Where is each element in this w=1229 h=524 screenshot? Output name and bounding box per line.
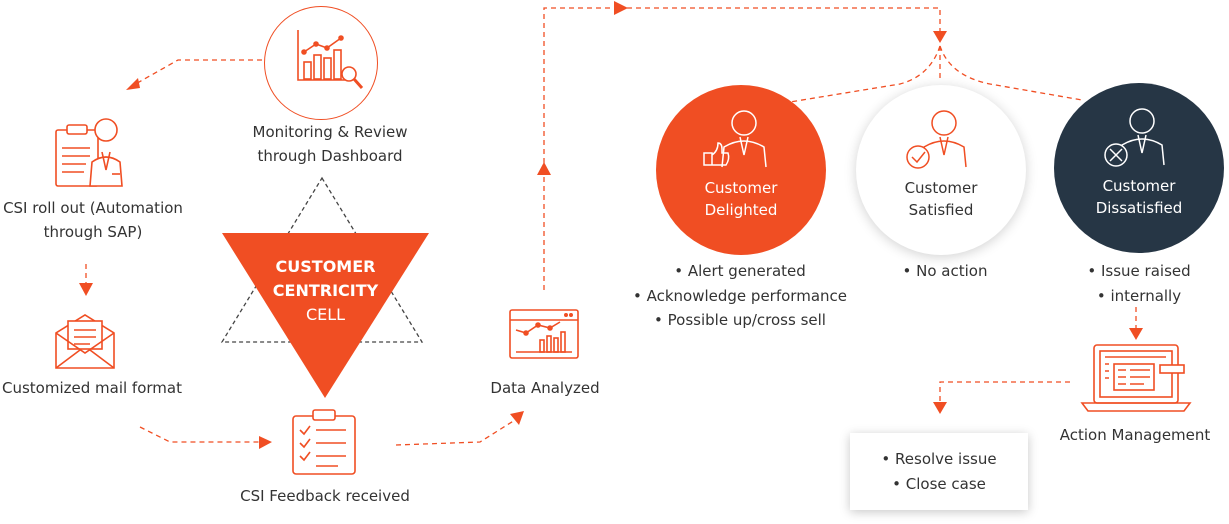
arrow-top-route xyxy=(543,7,618,172)
delighted-bullet: Alert generated xyxy=(620,259,860,284)
resolution-card: Resolve issue Close case xyxy=(850,433,1028,510)
branch-delighted xyxy=(789,45,941,103)
dissatisfied-circle: Customer Dissatisfied xyxy=(1054,83,1224,253)
satisfied-line2: Satisfied xyxy=(908,201,974,219)
feedback-label: CSI Feedback received xyxy=(225,484,425,508)
satisfied-circle: Customer Satisfied xyxy=(856,85,1026,255)
delighted-line2: Delighted xyxy=(704,201,778,219)
delighted-bullet: Acknowledge performance xyxy=(620,284,860,309)
resolution-item: Resolve issue xyxy=(850,447,1028,472)
monitoring-label: Monitoring & Review through Dashboard xyxy=(230,120,430,168)
delighted-bullets: Alert generated Acknowledge performance … xyxy=(620,259,860,333)
dissatisfied-line1: Customer xyxy=(1102,177,1176,195)
person-cross-icon xyxy=(1104,108,1165,167)
center-line3: CELL xyxy=(305,305,346,324)
satisfied-bullets: No action xyxy=(870,259,1020,284)
monitoring-line1: Monitoring & Review xyxy=(252,123,408,141)
csi-rollout-line1: CSI roll out (Automation xyxy=(3,199,183,217)
center-line1: CUSTOMER xyxy=(275,257,376,276)
dissatisfied-bullet-cont: internally xyxy=(1064,284,1214,309)
satisfied-bullet: No action xyxy=(870,259,1020,284)
resolution-item: Close case xyxy=(850,472,1028,497)
dissatisfied-bullets: Issue raised internally xyxy=(1064,259,1214,308)
feedback-line1: CSI Feedback received xyxy=(240,487,410,505)
person-check-icon xyxy=(906,110,967,169)
action-line1: Action Management xyxy=(1059,426,1211,444)
arrow-mail-to-feedback xyxy=(139,426,265,443)
delighted-bullet: Possible up/cross sell xyxy=(620,308,860,333)
csi-rollout-line2: through SAP) xyxy=(43,223,143,241)
monitoring-circle xyxy=(264,6,378,120)
monitoring-line2: through Dashboard xyxy=(257,147,403,165)
action-label: Action Management xyxy=(1046,423,1224,447)
delighted-circle: Customer Delighted xyxy=(656,85,826,255)
analyzed-label: Data Analyzed xyxy=(470,376,620,400)
analyzed-line1: Data Analyzed xyxy=(490,379,600,397)
person-thumbs-up-icon xyxy=(703,110,767,168)
branch-dissatisfied xyxy=(939,45,1083,101)
delighted-line1: Customer xyxy=(704,179,778,197)
mail-line1: Customized mail format xyxy=(2,379,182,397)
csi-rollout-label: CSI roll out (Automation through SAP) xyxy=(0,196,186,244)
arrow-top-to-split xyxy=(618,7,941,32)
arrow-action-to-resolution xyxy=(939,381,1070,404)
satisfied-line1: Customer xyxy=(904,179,978,197)
center-cell-label: CUSTOMER CENTRICITY CELL xyxy=(222,255,429,327)
dissatisfied-line2: Dissatisfied xyxy=(1095,199,1183,217)
mail-label: Customized mail format xyxy=(0,376,184,400)
arrow-feedback-to-analyzed xyxy=(395,419,516,446)
center-line2: CENTRICITY xyxy=(272,281,379,300)
center-triangle xyxy=(222,233,429,398)
arrow-monitoring-to-rollout xyxy=(131,59,262,87)
dissatisfied-bullet: Issue raised xyxy=(1064,259,1214,284)
